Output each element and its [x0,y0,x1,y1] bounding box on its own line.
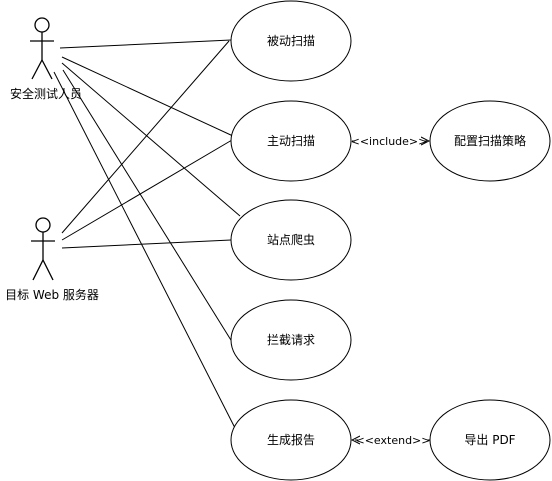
actor-server[interactable]: 目标 Web 服务器 [5,217,99,302]
use-case-export-pdf[interactable]: 导出 PDF [429,399,551,481]
use-case-passive-scan-label: 被动扫描 [267,34,315,48]
use-case-configure-scan-policy-label: 配置扫描策略 [454,133,526,148]
tester-associations [53,39,241,431]
association-tester-passive-scan [59,39,232,49]
actor-tester-label: 安全测试人员 [10,86,82,101]
association-tester-generate-report [53,71,237,431]
actor-server-label: 目标 Web 服务器 [5,287,99,302]
use-case-export-pdf-label: 导出 PDF [464,433,515,447]
actor-tester-icon [30,17,54,80]
association-tester-intercept-request [62,69,235,346]
extend-label: <<extend>> [356,434,431,447]
actor-server-icon [31,217,55,281]
use-case-intercept-request[interactable]: 拦截请求 [230,299,352,381]
association-server-active-scan [61,139,233,241]
association-server-passive-scan [61,40,230,234]
association-tester-site-crawler [61,62,241,217]
use-case-generate-report-label: 生成报告 [267,432,315,447]
use-case-generate-report[interactable]: 生成报告 [230,399,352,481]
server-associations [61,40,233,249]
use-case-intercept-request-label: 拦截请求 [267,333,315,347]
use-case-site-crawler-label: 站点爬虫 [267,233,315,247]
include-label: <<include>> [351,135,428,148]
association-server-site-crawler [61,239,232,249]
use-case-active-scan[interactable]: 主动扫描 [230,100,352,182]
association-tester-active-scan [61,56,234,137]
use-case-site-crawler[interactable]: 站点爬虫 [230,199,352,281]
actor-tester[interactable]: 安全测试人员 [10,17,82,101]
use-case-passive-scan[interactable]: 被动扫描 [230,0,352,82]
use-case-configure-scan-policy[interactable]: 配置扫描策略 [429,100,551,182]
use-case-active-scan-label: 主动扫描 [267,134,315,148]
